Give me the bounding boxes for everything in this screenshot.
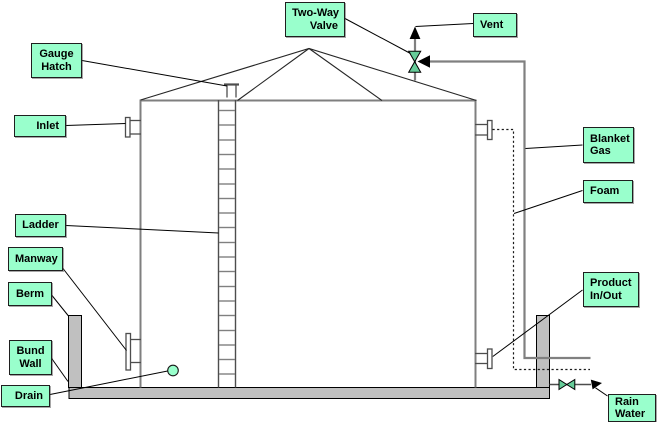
inlet-flange: [124, 116, 131, 138]
blanket-gas-pipe: [407, 26, 591, 360]
rain-water-line: [549, 378, 602, 391]
label-gauge-hatch: Gauge Hatch: [31, 43, 82, 78]
gas-flow-arrow-icon: [417, 55, 430, 68]
leader-ladder: [65, 225, 219, 234]
label-product-in-out: Product In/Out: [583, 272, 639, 307]
label-berm: Berm: [8, 282, 52, 306]
manway-nozzle: [125, 332, 141, 371]
ladder: [217, 100, 237, 388]
label-bund-wall: Bund Wall: [9, 340, 52, 375]
label-inlet: Inlet: [14, 115, 66, 137]
label-rain-water: Rain Water: [608, 394, 656, 422]
bund: [68, 315, 550, 399]
bund-wall-right: [536, 315, 550, 388]
leader-drain: [49, 370, 168, 395]
label-foam: Foam: [583, 180, 633, 203]
label-vent: Vent: [473, 13, 517, 37]
leader-vent: [415, 23, 474, 27]
leader-inlet: [65, 123, 126, 126]
label-two-way-valve: Two-Way Valve: [285, 2, 345, 37]
tank-roof: [140, 47, 477, 102]
foam-nozzle: [475, 119, 493, 141]
tank-shell: [139, 99, 477, 388]
label-manway: Manway: [8, 247, 63, 271]
leader-product: [492, 289, 583, 357]
leader-two-way-valve: [344, 18, 411, 54]
leader-lines: [49, 18, 608, 397]
gauge-hatch-fitting: [224, 83, 239, 98]
label-drain: Drain: [1, 385, 50, 407]
rain-water-arrow-icon: [590, 379, 602, 390]
leader-bund-wall: [50, 357, 69, 382]
label-ladder: Ladder: [15, 214, 66, 237]
two-way-valve-symbol: [407, 50, 422, 73]
rain-water-valve-symbol: [558, 378, 576, 391]
product-nozzle: [475, 348, 493, 370]
leader-foam: [513, 190, 583, 214]
leader-rain-water: [595, 387, 608, 397]
leader-blanket-gas: [525, 144, 583, 149]
inlet-nozzle: [124, 116, 141, 138]
manway-flange: [125, 332, 132, 371]
roof-cone-lines: [237, 48, 383, 101]
leader-berm: [51, 295, 69, 317]
leader-manway: [62, 268, 127, 351]
label-blanket-gas: Blanket Gas: [583, 127, 634, 163]
bund-floor: [68, 387, 550, 399]
drain-symbol: [167, 364, 179, 377]
foam-flange: [486, 119, 493, 141]
gas-supply-pipe: [428, 60, 591, 360]
roof-outline: [140, 47, 477, 102]
foam-line-dotted: [492, 128, 590, 371]
vent-flow-arrow-icon: [409, 26, 421, 39]
bund-wall-left: [68, 315, 82, 388]
leader-gauge-hatch: [81, 60, 228, 87]
product-flange: [486, 348, 493, 370]
